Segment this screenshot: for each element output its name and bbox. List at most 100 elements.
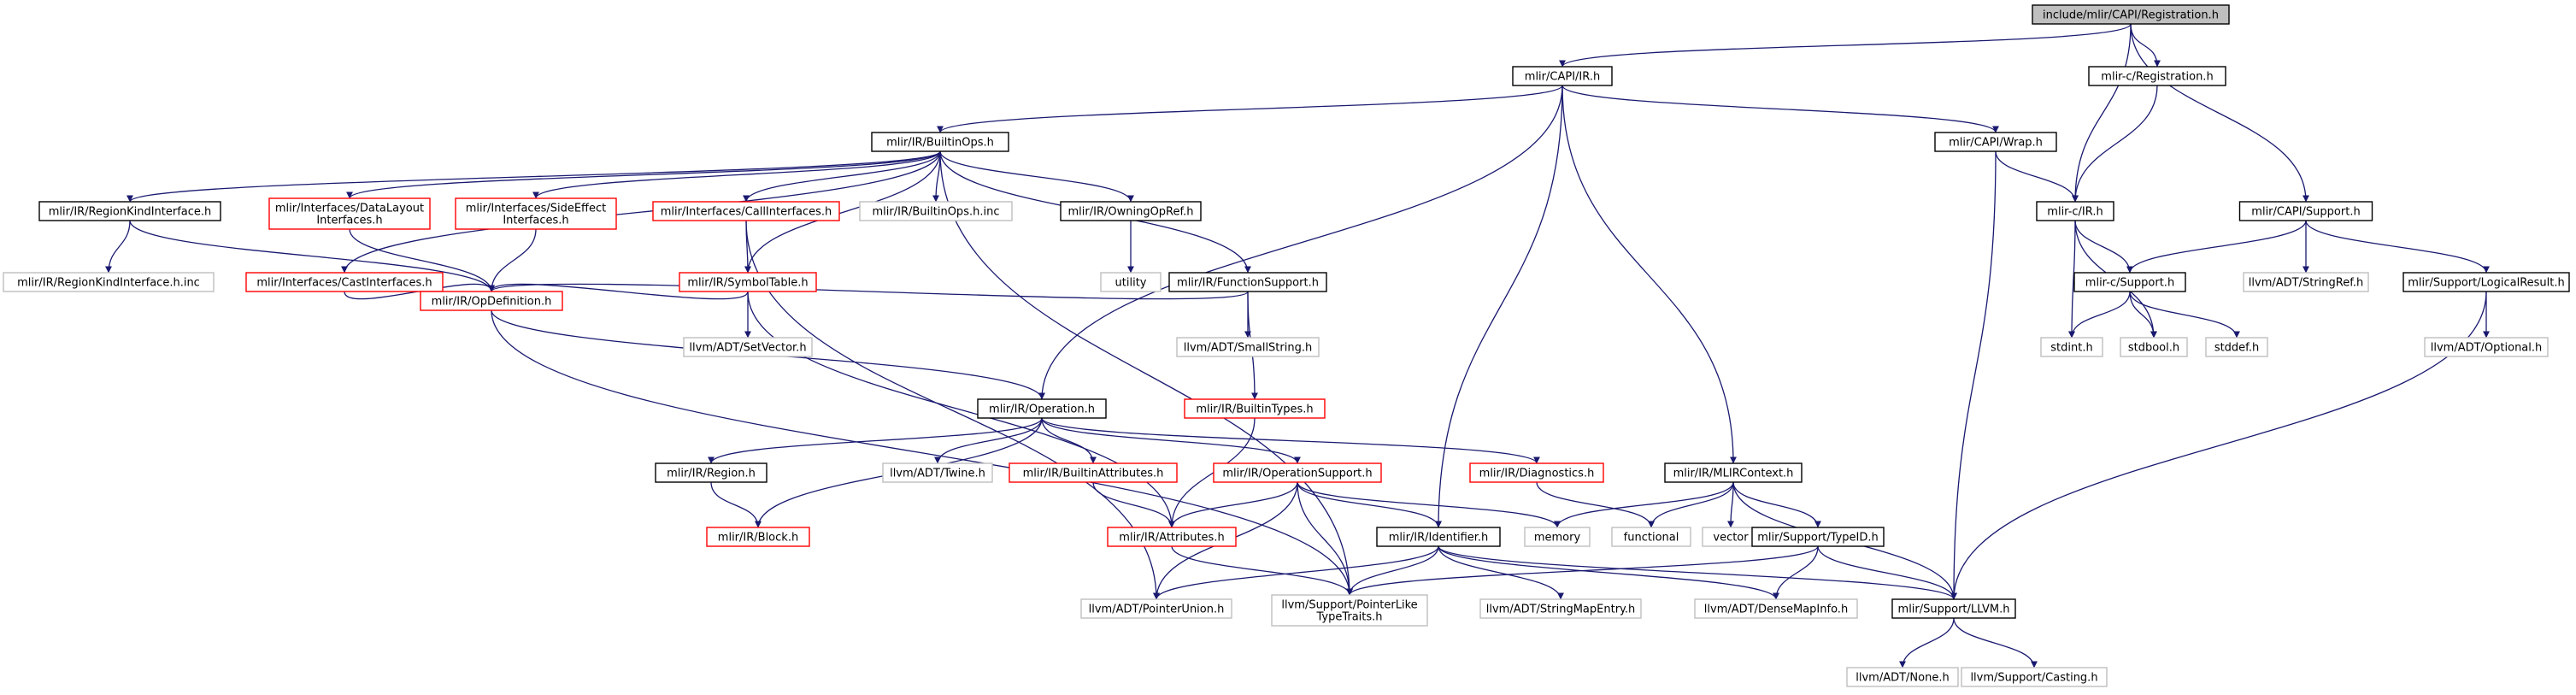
node-label: vector	[1713, 532, 1749, 545]
node-label: mlir/IR/SymbolTable.h	[687, 277, 808, 290]
node-box	[2073, 272, 2186, 292]
node-functional[interactable]: functional	[1611, 527, 1691, 547]
edge-operation-support-to-attributes	[1168, 481, 1298, 528]
node-label: llvm/ADT/DenseMapInfo.h	[1704, 604, 1848, 616]
node-region-kind-inc[interactable]: mlir/IR/RegionKindInterface.h.inc	[3, 272, 215, 292]
node-label: mlir/IR/Block.h	[718, 532, 798, 545]
node-box	[1934, 132, 2057, 152]
node-operation[interactable]: mlir/IR/Operation.h	[977, 398, 1107, 419]
node-box	[1060, 201, 1202, 221]
node-box	[455, 197, 617, 230]
node-vector[interactable]: vector	[1702, 527, 1760, 547]
node-box	[1184, 398, 1326, 419]
node-c-support[interactable]: mlir-c/Support.h	[2073, 272, 2186, 292]
edge-operation-support-to-memory	[1297, 481, 1561, 528]
node-box	[871, 132, 1009, 152]
node-string-ref[interactable]: llvm/ADT/StringRef.h	[2243, 272, 2369, 292]
node-op-definition[interactable]: mlir/IR/OpDefinition.h	[420, 291, 563, 311]
node-label: mlir/Interfaces/SideEffect	[466, 203, 607, 215]
edge-operation-support-to-pointer-like	[1297, 481, 1353, 596]
edge-capi-support-to-logical-result	[2305, 220, 2490, 274]
node-support-llvm[interactable]: mlir/Support/LLVM.h	[1891, 598, 2016, 619]
node-pointer-union[interactable]: llvm/ADT/PointerUnion.h	[1080, 598, 1232, 619]
node-label: llvm/ADT/None.h	[1856, 672, 1949, 685]
node-optional[interactable]: llvm/ADT/Optional.h	[2424, 337, 2549, 357]
edge-function-support-to-op-definition	[488, 283, 1249, 300]
edge-registration-to-capi-support	[2130, 23, 2309, 203]
node-stddef[interactable]: stddef.h	[2205, 337, 2268, 357]
node-none[interactable]: llvm/ADT/None.h	[1846, 667, 1959, 687]
node-box	[1524, 527, 1591, 547]
node-registration[interactable]: include/mlir/CAPI/Registration.h	[2032, 4, 2230, 25]
node-c-ir[interactable]: mlir-c/IR.h	[2036, 201, 2114, 221]
node-label: mlir/Support/LogicalResult.h	[2408, 277, 2564, 290]
node-identifier[interactable]: mlir/IR/Identifier.h	[1376, 527, 1501, 547]
node-mlir-context[interactable]: mlir/IR/MLIRContext.h	[1664, 462, 1803, 483]
edge-operation-to-operation-support	[1041, 417, 1301, 464]
edge-region-kind-to-op-definition	[129, 220, 495, 292]
node-utility[interactable]: utility	[1100, 272, 1162, 292]
node-label: memory	[1534, 532, 1581, 545]
node-memory[interactable]: memory	[1524, 527, 1591, 547]
node-box	[882, 462, 993, 483]
edge-capi-wrap-to-support-llvm	[1950, 150, 1997, 600]
node-builtin-ops[interactable]: mlir/IR/BuiltinOps.h	[871, 132, 1009, 152]
node-operation-support[interactable]: mlir/IR/OperationSupport.h	[1213, 462, 1382, 483]
node-c-registration[interactable]: mlir-c/Registration.h	[2088, 66, 2226, 86]
node-box	[1176, 337, 1320, 357]
edge-c-support-to-stddef	[2129, 291, 2240, 339]
node-set-vector[interactable]: llvm/ADT/SetVector.h	[683, 337, 813, 357]
node-builtin-ops-inc[interactable]: mlir/IR/BuiltinOps.h.inc	[859, 201, 1013, 221]
node-stdint[interactable]: stdint.h	[2040, 337, 2103, 357]
node-dense-map-info[interactable]: llvm/ADT/DenseMapInfo.h	[1694, 598, 1858, 619]
node-attributes[interactable]: mlir/IR/Attributes.h	[1107, 527, 1237, 547]
node-label: llvm/ADT/StringMapEntry.h	[1486, 604, 1636, 616]
node-label: mlir-c/Support.h	[2085, 277, 2174, 290]
node-cast-interfaces[interactable]: mlir/Interfaces/CastInterfaces.h	[245, 272, 444, 292]
edge-c-support-to-stdint	[2068, 291, 2131, 339]
node-box	[706, 527, 810, 547]
node-box	[2424, 337, 2549, 357]
node-builtin-attributes[interactable]: mlir/IR/BuiltinAttributes.h	[1009, 462, 1178, 483]
edge-c-ir-to-stdint	[2068, 220, 2076, 339]
node-small-string[interactable]: llvm/ADT/SmallString.h	[1176, 337, 1320, 357]
edge-capi-ir-to-capi-wrap	[1561, 85, 1999, 133]
node-owning-op-ref[interactable]: mlir/IR/OwningOpRef.h	[1060, 201, 1202, 221]
node-label: mlir/IR/Identifier.h	[1389, 532, 1489, 545]
node-call-interfaces[interactable]: mlir/Interfaces/CallInterfaces.h	[652, 201, 840, 221]
node-capi-ir[interactable]: mlir/CAPI/IR.h	[1512, 66, 1613, 86]
node-twine[interactable]: llvm/ADT/Twine.h	[882, 462, 993, 483]
edge-capi-support-to-c-support	[2126, 220, 2307, 274]
node-symbol-table[interactable]: mlir/IR/SymbolTable.h	[679, 272, 817, 292]
node-diagnostics[interactable]: mlir/IR/Diagnostics.h	[1469, 462, 1604, 483]
node-stdbool[interactable]: stdbool.h	[2120, 337, 2188, 357]
node-capi-wrap[interactable]: mlir/CAPI/Wrap.h	[1934, 132, 2057, 152]
node-builtin-types[interactable]: mlir/IR/BuiltinTypes.h	[1184, 398, 1326, 419]
node-box	[1376, 527, 1501, 547]
edge-builtin-ops-to-data-layout	[346, 150, 941, 199]
node-capi-support[interactable]: mlir/CAPI/Support.h	[2238, 201, 2373, 221]
node-label: mlir-c/Registration.h	[2101, 71, 2213, 84]
node-label: llvm/ADT/StringRef.h	[2249, 277, 2363, 290]
edge-diagnostics-to-functional	[1536, 481, 1655, 528]
node-logical-result[interactable]: mlir/Support/LogicalResult.h	[2403, 272, 2570, 292]
edge-op-definition-to-pointer-like	[491, 309, 1353, 596]
edge-operation-to-diagnostics	[1041, 417, 1540, 464]
node-label: llvm/ADT/SetVector.h	[689, 342, 806, 355]
node-string-map-entry[interactable]: llvm/ADT/StringMapEntry.h	[1479, 598, 1642, 619]
node-function-support[interactable]: mlir/IR/FunctionSupport.h	[1168, 272, 1327, 292]
edge-mlir-context-to-vector	[1727, 481, 1735, 528]
node-box	[679, 272, 817, 292]
node-label: mlir/IR/BuiltinOps.h.inc	[873, 206, 1000, 219]
node-type-id[interactable]: mlir/Support/TypeID.h	[1751, 527, 1885, 547]
node-casting[interactable]: llvm/Support/Casting.h	[1961, 667, 2108, 687]
node-region-kind[interactable]: mlir/IR/RegionKindInterface.h	[38, 201, 221, 221]
edge-builtin-ops-to-symbol-table	[744, 150, 941, 274]
node-ir-region[interactable]: mlir/IR/Region.h	[655, 462, 768, 483]
node-ir-block[interactable]: mlir/IR/Block.h	[706, 527, 810, 547]
node-box	[977, 398, 1107, 419]
edge-operation-to-builtin-attributes	[1041, 417, 1097, 464]
